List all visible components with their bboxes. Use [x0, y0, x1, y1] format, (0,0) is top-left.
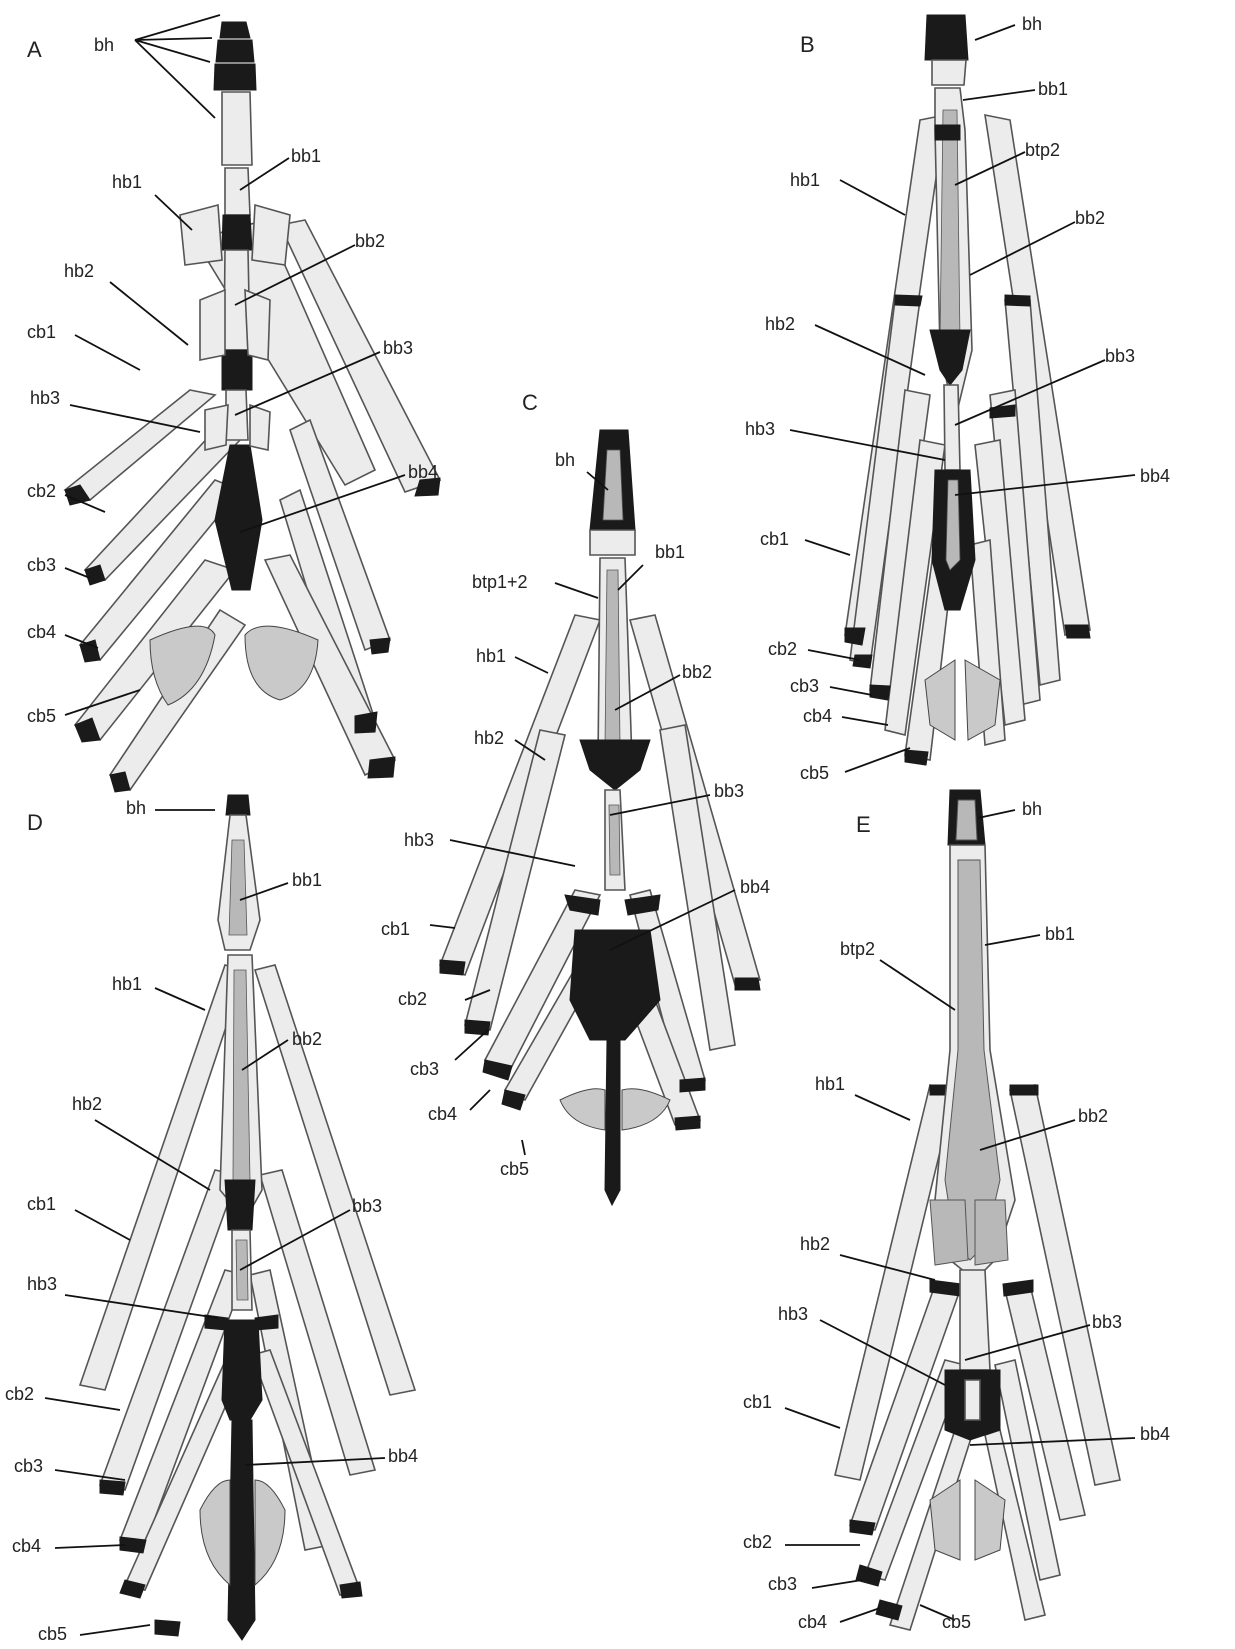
label-d-cb1: cb1 [27, 1194, 56, 1214]
panel-c [440, 430, 760, 1205]
label-d-cb4: cb4 [12, 1536, 41, 1556]
label-e-cb3: cb3 [768, 1574, 797, 1594]
label-a-bh: bh [94, 35, 114, 55]
label-c-cb4: cb4 [428, 1104, 457, 1124]
label-e-bh: bh [1022, 799, 1042, 819]
label-a-cb3: cb3 [27, 555, 56, 575]
label-a-cb2: cb2 [27, 481, 56, 501]
panel-b [845, 15, 1090, 765]
label-a-hb3: hb3 [30, 388, 60, 408]
label-c-hb1: hb1 [476, 646, 506, 666]
label-c-cb5: cb5 [500, 1159, 529, 1179]
label-d-bb3: bb3 [352, 1196, 382, 1216]
label-d-hb3: hb3 [27, 1274, 57, 1294]
pharyngeal-teeth-e [930, 1480, 1005, 1560]
label-b-bb4: bb4 [1140, 466, 1170, 486]
label-d-bb2: bb2 [292, 1029, 322, 1049]
label-c-cb3: cb3 [410, 1059, 439, 1079]
label-e-cb1: cb1 [743, 1392, 772, 1412]
label-a-hb2: hb2 [64, 261, 94, 281]
label-e-cb4: cb4 [798, 1612, 827, 1632]
label-d-bh: bh [126, 798, 146, 818]
label-b-hb1: hb1 [790, 170, 820, 190]
label-a-hb1: hb1 [112, 172, 142, 192]
label-c-bb3: bb3 [714, 781, 744, 801]
label-c-bh: bh [555, 450, 575, 470]
label-e-cb5: cb5 [942, 1612, 971, 1632]
label-a-bb3: bb3 [383, 338, 413, 358]
label-b-cb2: cb2 [768, 639, 797, 659]
label-a-cb5: cb5 [27, 706, 56, 726]
basibranchial-column-e [930, 790, 1015, 1440]
label-b-btp2: btp2 [1025, 140, 1060, 160]
label-a-bb2: bb2 [355, 231, 385, 251]
panel-letter-b: B [800, 32, 815, 57]
label-c-bb2: bb2 [682, 662, 712, 682]
panel-letter-a: A [27, 37, 42, 62]
label-b-cb1: cb1 [760, 529, 789, 549]
label-c-bb4: bb4 [740, 877, 770, 897]
label-b-bh: bh [1022, 14, 1042, 34]
label-b-bb2: bb2 [1075, 208, 1105, 228]
label-e-bb2: bb2 [1078, 1106, 1108, 1126]
label-c-bb1: bb1 [655, 542, 685, 562]
label-a-bb4: bb4 [408, 462, 438, 482]
label-c-cb1: cb1 [381, 919, 410, 939]
panel-letter-e: E [856, 812, 871, 837]
label-c-hb2: hb2 [474, 728, 504, 748]
label-b-cb3: cb3 [790, 676, 819, 696]
label-b-cb4: cb4 [803, 706, 832, 726]
label-e-cb2: cb2 [743, 1532, 772, 1552]
label-d-cb3: cb3 [14, 1456, 43, 1476]
label-a-bb1: bb1 [291, 146, 321, 166]
label-a-cb4: cb4 [27, 622, 56, 642]
label-c-cb2: cb2 [398, 989, 427, 1009]
basibranchial-column-c [565, 430, 660, 1205]
label-e-bb4: bb4 [1140, 1424, 1170, 1444]
panel-e [835, 790, 1120, 1630]
label-d-hb1: hb1 [112, 974, 142, 994]
label-b-bb1: bb1 [1038, 79, 1068, 99]
label-c-hb3: hb3 [404, 830, 434, 850]
label-c-btp1-2: btp1+2 [472, 572, 528, 592]
panel-letter-c: C [522, 390, 538, 415]
label-e-btp2: btp2 [840, 939, 875, 959]
label-e-bb1: bb1 [1045, 924, 1075, 944]
label-b-cb5: cb5 [800, 763, 829, 783]
label-a-cb1: cb1 [27, 322, 56, 342]
label-e-hb3: hb3 [778, 1304, 808, 1324]
label-b-bb3: bb3 [1105, 346, 1135, 366]
panel-d [80, 795, 415, 1640]
label-d-hb2: hb2 [72, 1094, 102, 1114]
label-d-cb2: cb2 [5, 1384, 34, 1404]
panel-letter-d: D [27, 810, 43, 835]
label-b-hb2: hb2 [765, 314, 795, 334]
label-e-hb2: hb2 [800, 1234, 830, 1254]
label-b-hb3: hb3 [745, 419, 775, 439]
label-d-bb1: bb1 [292, 870, 322, 890]
label-e-hb1: hb1 [815, 1074, 845, 1094]
label-d-cb5: cb5 [38, 1624, 67, 1644]
label-d-bb4: bb4 [388, 1446, 418, 1466]
label-e-bb3: bb3 [1092, 1312, 1122, 1332]
